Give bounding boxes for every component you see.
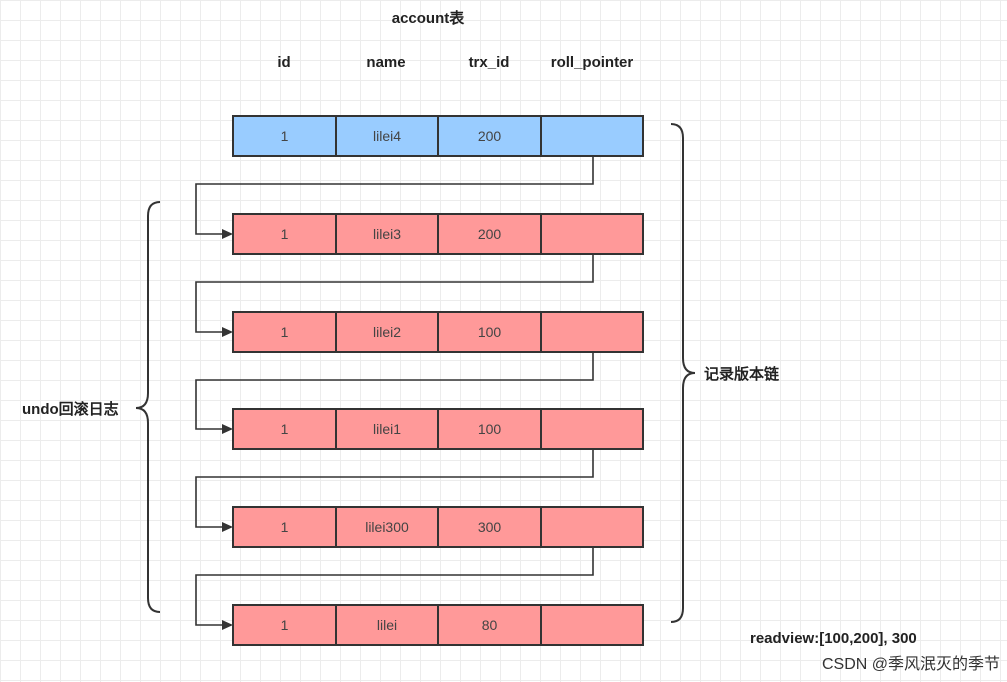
readview-label: readview:[100,200], 300 xyxy=(750,630,917,647)
roll-pointer-cell xyxy=(540,115,644,157)
name-cell xyxy=(335,408,439,450)
id-cell xyxy=(232,408,337,450)
id-cell-text: 1 xyxy=(281,421,289,437)
record-row: 1 lilei 80 xyxy=(232,604,644,646)
roll-pointer-connector xyxy=(195,254,594,333)
id-cell-text: 1 xyxy=(281,519,289,535)
arrowhead xyxy=(222,620,233,630)
name-cell xyxy=(335,213,439,255)
name-cell-text: lilei xyxy=(377,617,397,633)
column-header-trx-id: trx_id xyxy=(469,54,510,71)
roll-pointer-connector xyxy=(195,156,594,235)
id-cell xyxy=(232,506,337,548)
version-chain-label: 记录版本链 xyxy=(704,365,780,383)
roll-pointer-cell xyxy=(540,311,644,353)
id-cell-text: 1 xyxy=(281,617,289,633)
record-row: 1 lilei300 300 xyxy=(232,506,644,548)
record-row: 1 lilei2 100 xyxy=(232,311,644,353)
record-row: 1 lilei1 100 xyxy=(232,408,644,450)
column-header-roll-pointer: roll_pointer xyxy=(551,54,634,71)
id-cell-text: 1 xyxy=(281,128,289,144)
column-headers: id name trx_id roll_pointer xyxy=(277,54,633,71)
version-chain-brace xyxy=(670,123,696,623)
diagram-title: account表 xyxy=(392,9,466,27)
name-cell-text: lilei2 xyxy=(373,324,401,340)
trx-id-cell xyxy=(437,506,542,548)
trx-id-cell-text: 80 xyxy=(482,617,498,633)
id-cell xyxy=(232,213,337,255)
record-row: 1 lilei4 200 xyxy=(232,115,644,157)
trx-id-cell-text: 200 xyxy=(478,226,502,242)
trx-id-cell-text: 100 xyxy=(478,421,502,437)
trx-id-cell xyxy=(437,408,542,450)
id-cell xyxy=(232,311,337,353)
record-row: 1 lilei3 200 xyxy=(232,213,644,255)
watermark: CSDN @季风泯灭的季节 xyxy=(822,655,1000,673)
trx-id-cell-text: 300 xyxy=(478,519,502,535)
arrowhead xyxy=(222,424,233,434)
roll-pointer-cell xyxy=(540,604,644,646)
arrowhead xyxy=(222,327,233,337)
roll-pointer-connector xyxy=(195,449,594,528)
roll-pointer-cell xyxy=(540,408,644,450)
trx-id-cell xyxy=(437,213,542,255)
name-cell-text: lilei3 xyxy=(373,226,401,242)
roll-pointer-cell xyxy=(540,213,644,255)
undo-log-brace xyxy=(135,201,161,613)
id-cell-text: 1 xyxy=(281,324,289,340)
arrowhead xyxy=(222,229,233,239)
id-cell-text: 1 xyxy=(281,226,289,242)
undo-log-label: undo回滚日志 xyxy=(22,400,119,418)
trx-id-cell xyxy=(437,311,542,353)
trx-id-cell-text: 200 xyxy=(478,128,502,144)
column-header-name: name xyxy=(366,54,405,71)
arrowhead xyxy=(222,522,233,532)
roll-pointer-connector xyxy=(195,352,594,430)
name-cell-text: lilei4 xyxy=(373,128,401,144)
roll-pointer-cell xyxy=(540,506,644,548)
name-cell xyxy=(335,506,439,548)
trx-id-cell-text: 100 xyxy=(478,324,502,340)
name-cell-text: lilei1 xyxy=(373,421,401,437)
trx-id-cell xyxy=(437,115,542,157)
name-cell-text: lilei300 xyxy=(365,519,409,535)
roll-pointer-connector xyxy=(195,547,594,626)
column-header-id: id xyxy=(277,54,290,71)
roll-pointer-arrows xyxy=(195,156,594,630)
